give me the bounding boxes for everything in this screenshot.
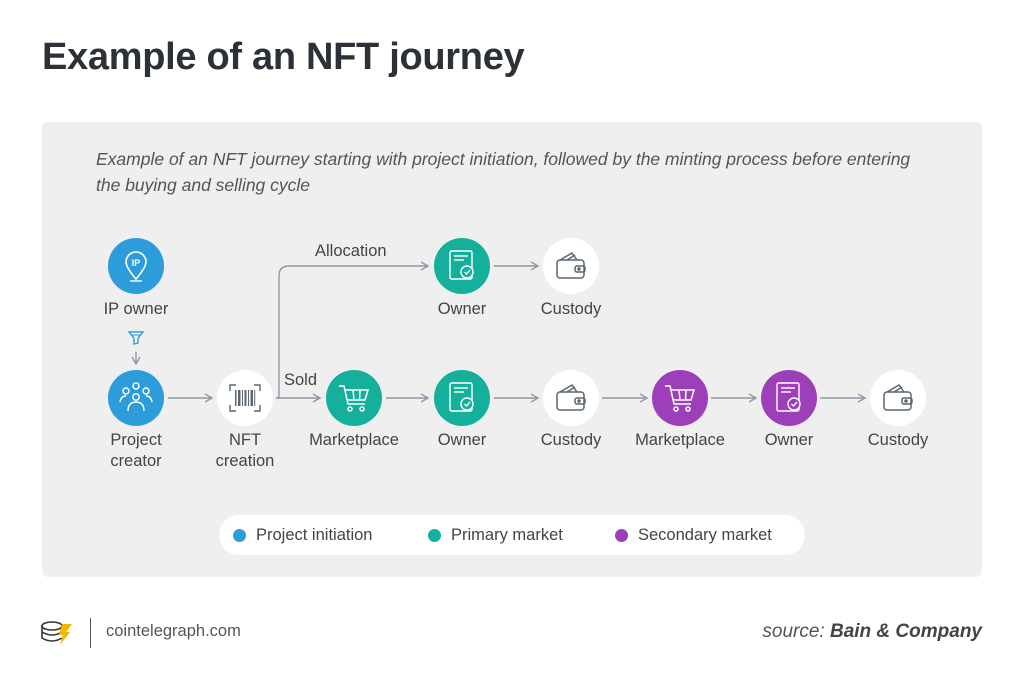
certificate-icon: [449, 250, 474, 280]
certificate-icon: [449, 382, 474, 412]
primary-marketplace-label: Marketplace: [309, 431, 399, 449]
page-title: Example of an NFT journey: [42, 36, 525, 78]
edge-nft-to-alloc-owner: [276, 261, 430, 399]
allocation-label: Allocation: [315, 242, 387, 260]
project-creator-label-line2: creator: [110, 452, 162, 470]
nft-creation-node: [217, 370, 273, 426]
secondary-marketplace-node: [652, 370, 708, 426]
primary-custody-label: Custody: [540, 431, 602, 449]
alloc-custody-node: [543, 238, 599, 294]
cart-icon: [665, 385, 696, 412]
wallet-icon: [556, 384, 586, 411]
alloc-owner-node: [434, 238, 490, 294]
legend-dot-blue: [233, 528, 246, 542]
footer-source: source: Bain & Company: [762, 621, 982, 643]
certificate-icon: [776, 382, 801, 412]
primary-owner-label: Owner: [437, 431, 487, 449]
secondary-custody-label: Custody: [867, 431, 929, 449]
legend-label: Project initiation: [256, 525, 373, 544]
ip-owner-label: IP owner: [103, 300, 169, 318]
legend-item-primary-market: Primary market: [428, 515, 563, 555]
diagram-subtitle: Example of an NFT journey starting with …: [96, 149, 911, 195]
barcode-icon: [229, 384, 261, 412]
legend-item-secondary-market: Secondary market: [615, 515, 772, 555]
secondary-custody-node: [870, 370, 926, 426]
alloc-owner-label: Owner: [437, 300, 487, 318]
wallet-icon: [556, 252, 586, 279]
filter-icon: [128, 331, 144, 345]
diagram-panel: [42, 122, 982, 577]
cart-icon: [339, 385, 370, 412]
source-prefix: source:: [762, 621, 825, 642]
source-name: Bain & Company: [829, 621, 982, 642]
ip-location-icon: IP: [125, 251, 147, 282]
secondary-owner-node: [761, 370, 817, 426]
legend-label: Secondary market: [638, 525, 772, 544]
legend-dot-purple: [615, 528, 628, 542]
footer-site: cointelegraph.com: [106, 622, 241, 640]
legend-item-project-initiation: Project initiation: [233, 515, 372, 555]
nft-creation-label-line2: creation: [215, 452, 275, 470]
nft-creation-label: NFT creation: [180, 430, 310, 472]
footer-divider: [90, 618, 91, 648]
legend-label: Primary market: [451, 525, 563, 544]
team-icon: [119, 382, 153, 412]
legend-dot-teal: [428, 528, 441, 542]
primary-marketplace-node: [326, 370, 382, 426]
alloc-custody-label: Custody: [540, 300, 602, 318]
project-creator-node: [108, 370, 164, 426]
secondary-marketplace-label: Marketplace: [635, 431, 725, 449]
primary-owner-node: [434, 370, 490, 426]
nft-creation-label-line1: NFT: [228, 431, 262, 449]
primary-custody-node: [543, 370, 599, 426]
project-creator-label-line1: Project: [110, 431, 162, 449]
cointelegraph-logo-icon: [41, 621, 72, 645]
secondary-owner-label: Owner: [764, 431, 814, 449]
project-creator-label: Project creator: [71, 430, 201, 472]
legend: Project initiation Primary market Second…: [219, 515, 805, 555]
wallet-icon: [883, 384, 913, 411]
svg-text:IP: IP: [132, 258, 141, 268]
sold-label: Sold: [284, 371, 318, 389]
ip-owner-node: IP: [108, 238, 164, 294]
